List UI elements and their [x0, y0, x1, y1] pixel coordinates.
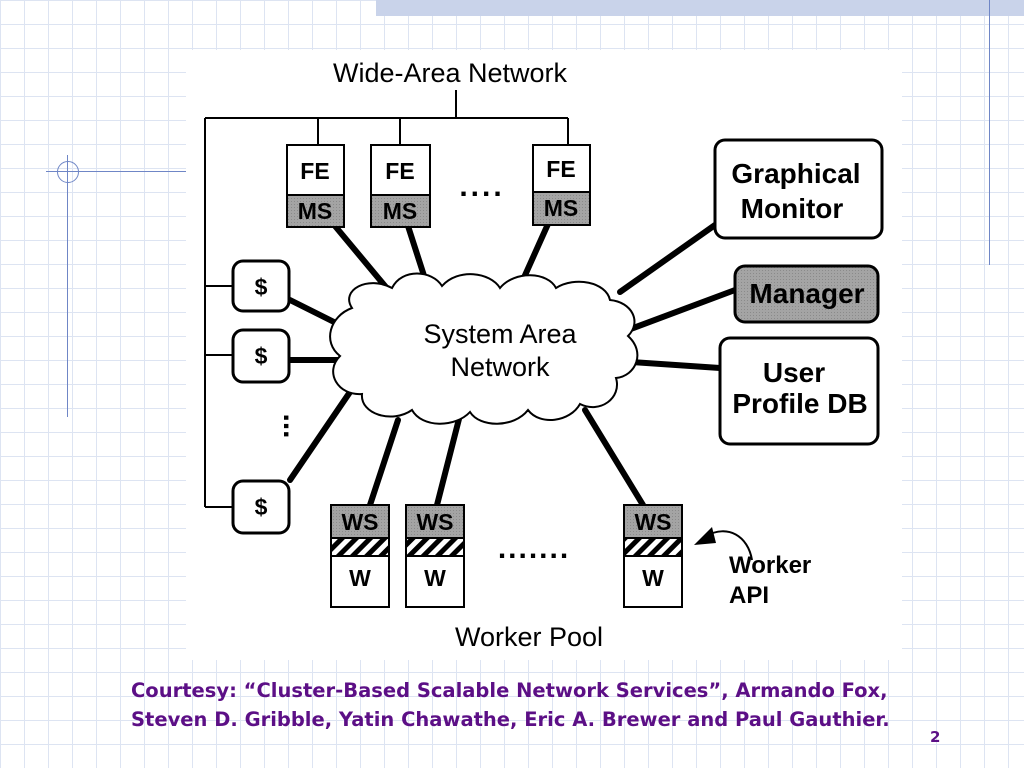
san-label-line1: System Area [423, 319, 577, 349]
w-label: W [642, 565, 664, 591]
caption-line-2: Steven D. Gribble, Yatin Chawathe, Eric … [131, 708, 890, 731]
frontend-node-3: FE MS [532, 144, 591, 226]
manager-box: Manager [733, 264, 880, 324]
fe-label: FE [385, 158, 414, 184]
fe-label: FE [300, 158, 329, 184]
cache-node-2: $ [231, 328, 291, 384]
frontend-node-2: FE MS [370, 144, 431, 228]
worker-api-arrow [694, 527, 753, 561]
worker-node-1: WS W [330, 504, 390, 608]
san-label-line2: Network [450, 352, 550, 382]
ws-label: WS [634, 509, 671, 535]
manager-label: Manager [749, 278, 864, 309]
system-area-network-cloud [329, 272, 639, 425]
caption-line-1: Courtesy: “Cluster-Based Scalable Networ… [131, 679, 888, 702]
graphical-monitor-line2: Monitor [741, 193, 844, 224]
worker-node-2: WS W [405, 504, 465, 608]
courtesy-caption: Courtesy: “Cluster-Based Scalable Networ… [131, 676, 951, 734]
header-bar [376, 0, 1024, 16]
frontend-ellipsis: .... [459, 170, 504, 203]
worker-ellipsis: ....... [498, 532, 570, 565]
graphical-monitor-box: Graphical Monitor [713, 138, 884, 240]
cache-label: $ [255, 274, 268, 300]
wan-label: Wide-Area Network [333, 58, 568, 88]
worker-node-3: WS W [623, 504, 683, 608]
cache-label: $ [255, 494, 268, 520]
w-label: W [424, 565, 446, 591]
san-connections [287, 221, 738, 508]
user-profile-db-box: User Profile DB [718, 336, 880, 446]
decorative-circle [57, 161, 79, 183]
graphical-monitor-line1: Graphical [731, 158, 860, 189]
ms-label: MS [298, 198, 333, 224]
cache-node-3: $ [231, 479, 291, 535]
worker-api-line2: API [729, 582, 769, 609]
w-label: W [349, 565, 371, 591]
worker-pool-label: Worker Pool [455, 622, 603, 652]
svg-text:...: ... [277, 413, 310, 438]
cache-ellipsis: ... [277, 413, 310, 438]
ws-label: WS [341, 509, 378, 535]
fe-label: FE [546, 156, 575, 182]
decorative-rule-right [989, 0, 990, 265]
wan-bus [204, 90, 569, 508]
ws-label: WS [416, 509, 453, 535]
page-number: 2 [930, 728, 941, 746]
cache-node-1: $ [231, 259, 291, 313]
worker-api-line1: Worker [729, 552, 811, 579]
decorative-rule-horizontal [46, 171, 188, 172]
ms-label: MS [383, 198, 418, 224]
cache-label: $ [255, 343, 268, 369]
user-profile-line1: User [763, 357, 825, 388]
frontend-node-1: FE MS [286, 144, 345, 228]
ms-label: MS [544, 195, 579, 221]
user-profile-line2: Profile DB [732, 388, 867, 419]
decorative-rule-vertical [67, 155, 68, 417]
